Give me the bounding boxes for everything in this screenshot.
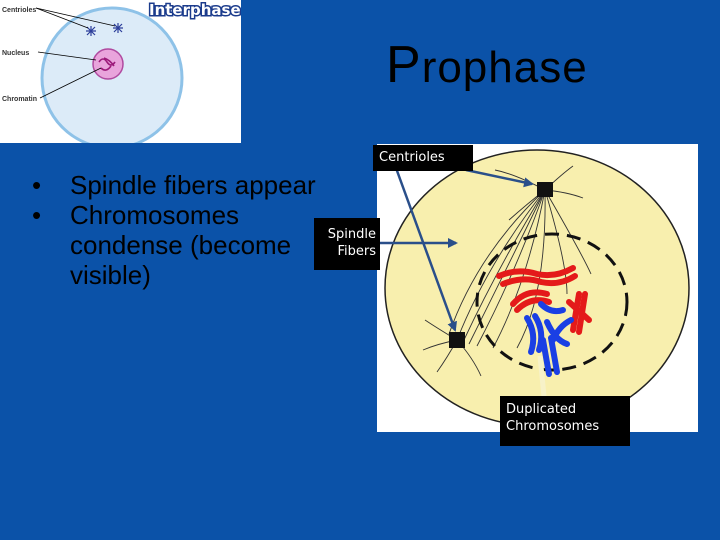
bullet-2-main: Chromosomes condense [70, 200, 240, 260]
callout-duplicated-chromosomes: Duplicated Chromosomes [500, 396, 630, 446]
bullet-list: Spindle fibers appear Chromosomes conden… [32, 170, 352, 290]
callout-spindle-line1: Spindle [327, 227, 376, 242]
centriole-top [537, 182, 553, 197]
interphase-centrioles [86, 23, 123, 36]
prophase-cell-picture [377, 144, 698, 432]
leader-chromatin [39, 67, 102, 99]
callout-centrioles: Centrioles [373, 145, 473, 171]
bullet-2-paren: (become visible) [70, 230, 292, 290]
nuclear-envelope [475, 232, 629, 372]
leader-nucleus [37, 51, 97, 61]
thumb-label-centrioles: Centrioles [2, 7, 36, 14]
prophase-cell-diagram [384, 149, 690, 427]
bullet-chromosomes: Chromosomes condense (become visible) [32, 200, 352, 290]
callout-dup-line2: Chromosomes [506, 419, 600, 434]
bullet-spindle-fibers: Spindle fibers appear [32, 170, 352, 200]
bullet-1-text: Spindle fibers appear [70, 170, 316, 200]
chromosomes-blue [524, 301, 574, 377]
thumb-label-chromatin: Chromatin [2, 96, 37, 103]
centriole-bottom [449, 332, 465, 348]
chromosomes-red [496, 265, 592, 335]
slide-title: Prophase [386, 39, 588, 93]
thumb-title: Interphase [149, 1, 241, 19]
callout-spindle-fibers: Spindle Fibers [314, 218, 380, 270]
title-first-letter: P [386, 36, 422, 94]
interphase-cell-diagram: Centrioles Nucleus Chromatin Interphase [2, 0, 241, 143]
leader-centrioles [35, 7, 89, 29]
callout-dup-line1: Duplicated [506, 402, 577, 417]
title-rest: rophase [421, 43, 588, 92]
interphase-thumbnail: Centrioles Nucleus Chromatin Interphase [0, 0, 241, 143]
thumb-label-nucleus: Nucleus [2, 50, 29, 57]
callout-spindle-line2: Fibers [337, 244, 376, 259]
leader-centrioles-2 [35, 7, 116, 27]
interphase-chromatin [98, 57, 116, 71]
